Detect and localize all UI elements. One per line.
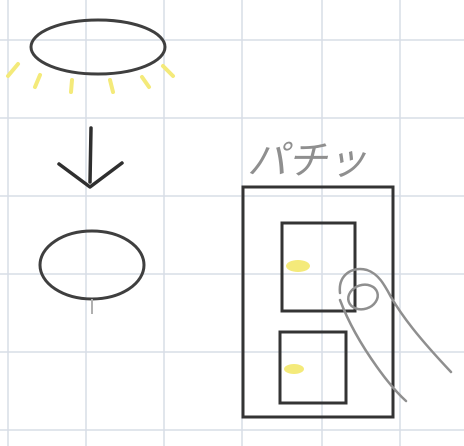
lit-bulb-icon: [8, 20, 173, 92]
fingertip-nail: [345, 281, 381, 313]
lower-switch-glow: [284, 364, 304, 374]
caption-text: パチッ: [247, 138, 367, 184]
light-switch-panel: [243, 187, 393, 417]
glow-rays: [8, 64, 173, 92]
upper-switch-glow: [286, 260, 310, 272]
down-arrow-icon: [59, 128, 122, 187]
unlit-bulb-icon: [40, 231, 144, 314]
